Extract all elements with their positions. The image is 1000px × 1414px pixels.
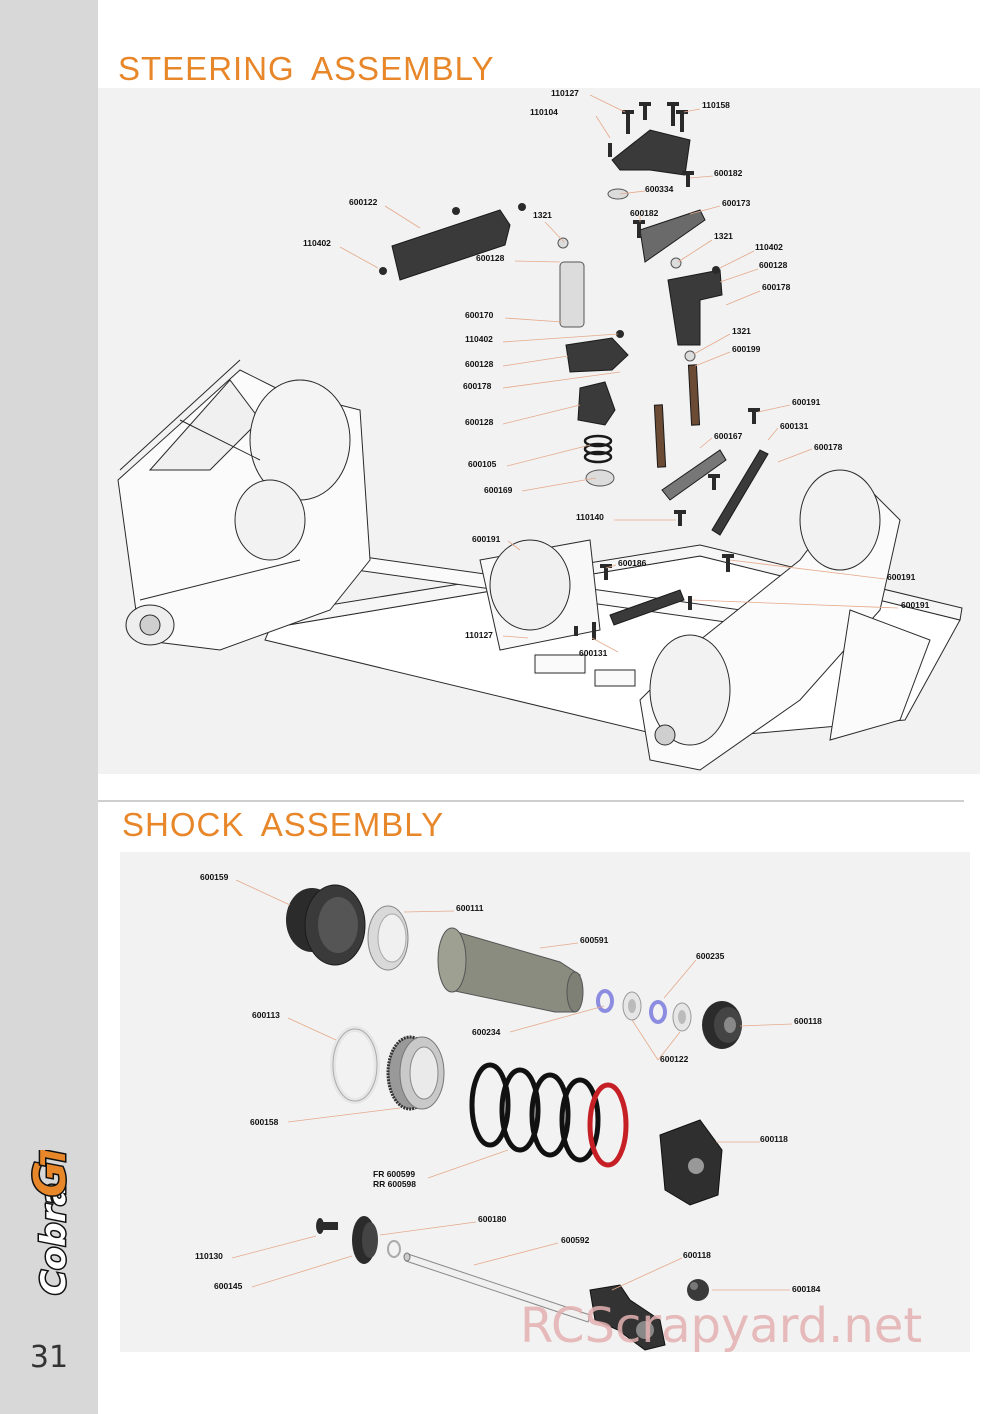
part-label: 600178 xyxy=(463,381,492,391)
section-divider xyxy=(98,800,964,802)
part-label: 600173 xyxy=(722,198,751,208)
springs-600599-600598 xyxy=(469,1062,629,1168)
part-label: 600167 xyxy=(714,431,743,441)
part-label: 600128 xyxy=(465,359,494,369)
part-label: 1321 xyxy=(714,231,733,241)
part-label: 600235 xyxy=(696,951,725,961)
part-label: 1321 xyxy=(732,326,751,336)
part-label: 110104 xyxy=(530,107,558,117)
steering-assembly-title: STEERING ASSEMBLY xyxy=(118,50,495,87)
part-label: 600169 xyxy=(484,485,513,495)
part-label: 1321 xyxy=(533,210,552,220)
part-label: 110127 xyxy=(465,630,493,640)
part-label: 600131 xyxy=(579,648,608,658)
steering-block xyxy=(577,381,616,426)
part-label: 110158 xyxy=(702,100,730,110)
part-label: 600170 xyxy=(465,310,494,320)
part-label: 600131 xyxy=(780,421,809,431)
shock-shaft-600592 xyxy=(403,1252,591,1323)
part-label: 110402 xyxy=(755,242,783,252)
shock-diagram-panel xyxy=(120,852,970,1352)
turnbuckle-right xyxy=(687,364,701,426)
part-label: RR 600598 xyxy=(373,1179,417,1189)
part-label: 600191 xyxy=(472,534,501,544)
part-label: 110140 xyxy=(576,512,604,522)
part-label: 600184 xyxy=(792,1284,821,1294)
watermark: RCScrapyard.net xyxy=(520,1298,923,1354)
part-label: 600118 xyxy=(794,1016,822,1026)
steering-link-600167 xyxy=(661,449,727,501)
part-label: 600178 xyxy=(762,282,791,292)
lower-spring-cup-600118 xyxy=(659,1119,723,1206)
part-label: 600234 xyxy=(472,1027,501,1037)
part-label: 600592 xyxy=(561,1235,590,1245)
part-label: 110402 xyxy=(303,238,331,248)
kingpin-600170 xyxy=(559,261,585,328)
part-label: 600111 xyxy=(456,903,484,913)
part-label: 110127 xyxy=(551,88,579,98)
sidebar xyxy=(0,0,98,1414)
part-label: 600158 xyxy=(250,1117,279,1127)
lower-cap-600118 xyxy=(702,1001,742,1049)
shock-cap-insert-600111 xyxy=(367,905,409,971)
part-label: 600122 xyxy=(349,197,378,207)
part-label: 600105 xyxy=(468,459,497,469)
cobra-gte-logo: Cobra G T e xyxy=(24,1150,78,1297)
part-label: 600178 xyxy=(814,442,843,452)
rod-end-600118 xyxy=(589,1284,666,1351)
part-label: FR 600599 xyxy=(373,1169,416,1179)
part-label: 600118 xyxy=(760,1134,788,1144)
part-label: 600186 xyxy=(618,558,647,568)
shock-cap-600159 xyxy=(286,884,366,966)
part-label: 600128 xyxy=(759,260,788,270)
page-number: 31 xyxy=(29,1340,69,1375)
shock-assembly-title: SHOCK ASSEMBLY xyxy=(122,806,445,843)
part-label: 600180 xyxy=(478,1214,507,1224)
part-label: 600118 xyxy=(683,1250,711,1260)
steering-arm-600173 xyxy=(639,209,706,263)
part-label: 110130 xyxy=(195,1251,223,1261)
part-label: 600122 xyxy=(660,1054,689,1064)
spring-cup-600169 xyxy=(585,469,615,487)
svg-text:G: G xyxy=(25,1161,76,1197)
part-label: 600113 xyxy=(252,1010,280,1020)
turnbuckle-left xyxy=(653,404,667,468)
part-label: 600191 xyxy=(901,600,930,610)
part-label: 600128 xyxy=(476,253,505,263)
tie-rod-600131 xyxy=(711,449,769,536)
shock-body-600591 xyxy=(437,927,584,1013)
part-label: 600128 xyxy=(465,417,494,427)
svg-text:T: T xyxy=(34,1150,74,1167)
part-label: 110402 xyxy=(465,334,493,344)
part-label: 600191 xyxy=(887,572,916,582)
servo-horn xyxy=(565,337,629,373)
part-label: 600191 xyxy=(792,397,821,407)
piston-600180 xyxy=(316,1216,401,1264)
tie-rod-600186 xyxy=(609,589,685,626)
part-label: 600334 xyxy=(645,184,674,194)
part-label: 600159 xyxy=(200,872,229,882)
part-label: 600145 xyxy=(214,1281,243,1291)
spring-collar-600158 xyxy=(386,1035,445,1111)
part-label: 600199 xyxy=(732,344,761,354)
part-label: 600182 xyxy=(630,208,659,218)
steering-bridge xyxy=(391,209,511,281)
svg-text:Cobra: Cobra xyxy=(34,1183,74,1295)
part-label: 600591 xyxy=(580,935,609,945)
part-label: 600182 xyxy=(714,168,743,178)
